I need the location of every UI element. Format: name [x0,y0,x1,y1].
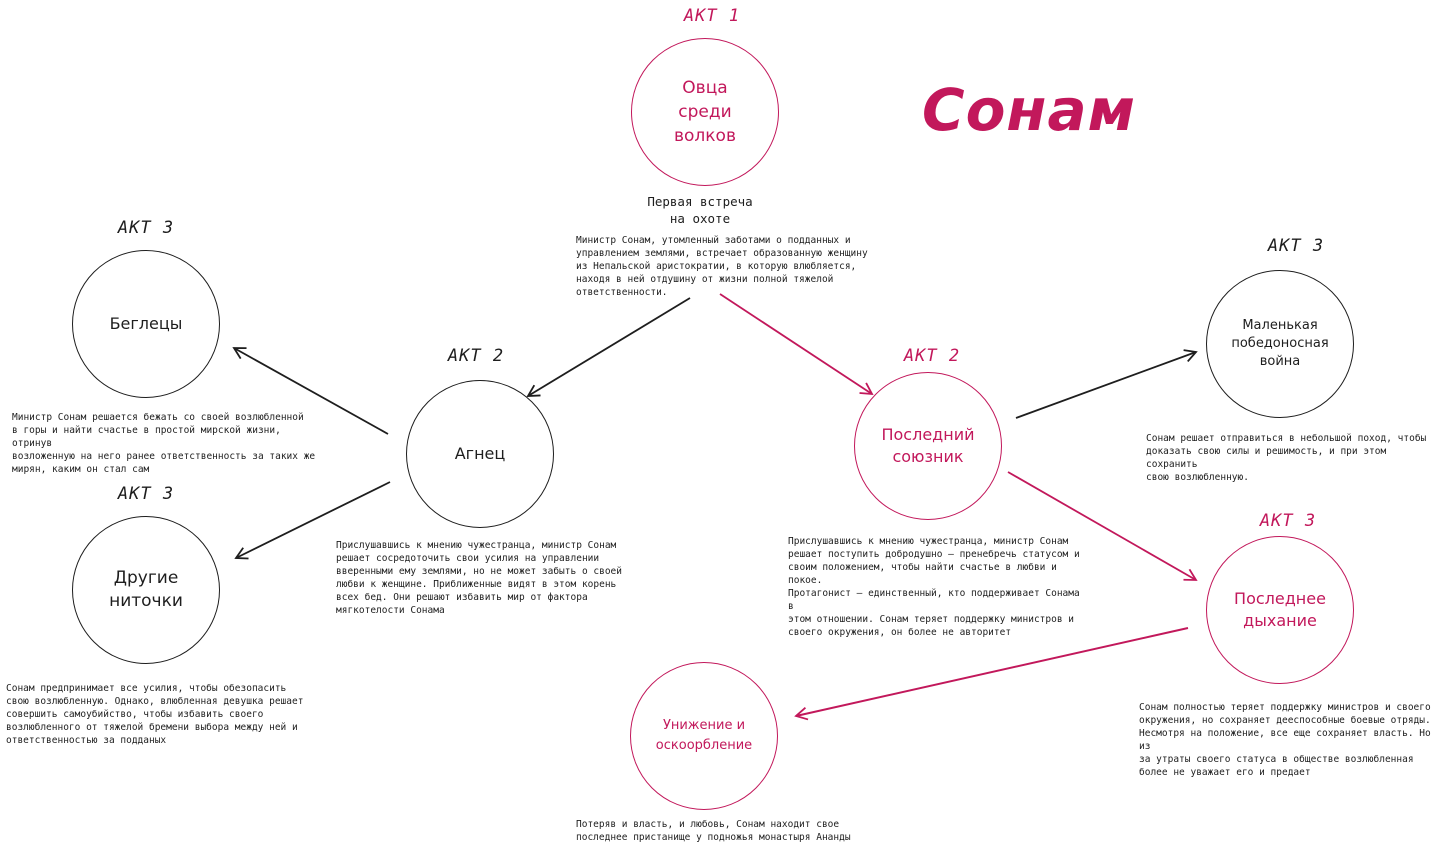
arrow-lamb-to-fugitives [232,347,389,435]
act-label-lamb: АКТ 2 [447,346,505,366]
arrow-last-breath-to-humiliation [794,627,1189,721]
node-label-last-ally: Последний союзник [881,425,975,466]
node-other-threads[interactable]: Другие ниточки [72,516,220,664]
node-humiliation[interactable]: Унижение и оскоорбление [630,662,778,810]
act-label-fugitives: АКТ 3 [117,218,175,238]
arrow-last-ally-to-small-war [1015,349,1198,419]
sheep-subtitle: Первая встреча на охоте [647,194,753,226]
node-label-small-war: Маленькая победоносная война [1231,318,1329,369]
act-label-sheep: АКТ 1 [683,6,741,26]
last-ally-description: Прислушавшись к мнению чужестранца, мини… [788,536,1080,638]
node-sheep-among-wolves[interactable]: Овца среди волков [631,38,779,186]
node-label-lamb: Агнец [454,444,506,463]
humiliation-description: Потеряв и власть, и любовь, Сонам находи… [576,819,851,843]
lamb-description: Прислушавшись к мнению чужестранца, мини… [336,540,622,616]
sheep-description: Министр Сонам, утомленный заботами о под… [576,235,868,298]
act-label-last-breath: АКТ 3 [1259,511,1317,531]
act-label-small-war: АКТ 3 [1267,236,1325,256]
arrow-lamb-to-other-threads [234,481,391,560]
node-label-fugitives: Беглецы [109,314,183,333]
node-label-sheep: Овца среди волков [674,78,736,146]
arrow-last-ally-to-last-breath [1007,471,1198,581]
node-label-humiliation: Унижение и оскоорбление [655,718,753,753]
node-label-last-breath: Последнее дыхание [1234,589,1326,630]
node-last-ally[interactable]: Последний союзник [854,372,1002,520]
fugitives-description: Министр Сонам решается бежать со своей в… [12,412,316,475]
node-label-other-threads: Другие ниточки [109,568,183,611]
node-lamb[interactable]: Агнец [406,380,554,528]
other-threads-description: Сонам предпринимает все усилия, чтобы об… [6,683,304,746]
small-war-description: Сонам решает отправиться в небольшой пох… [1146,433,1427,483]
page-title: Сонам [922,76,1137,144]
node-last-breath[interactable]: Последнее дыхание [1206,536,1354,684]
act-label-last-ally: АКТ 2 [903,346,961,366]
arrow-sheep-to-last-ally [719,293,874,396]
node-small-victorious-war[interactable]: Маленькая победоносная война [1206,270,1354,418]
node-fugitives[interactable]: Беглецы [72,250,220,398]
arrow-sheep-to-lamb [526,297,691,397]
act-label-other-threads: АКТ 3 [117,484,175,504]
last-breath-description: Сонам полностью теряет поддержку министр… [1139,702,1431,778]
